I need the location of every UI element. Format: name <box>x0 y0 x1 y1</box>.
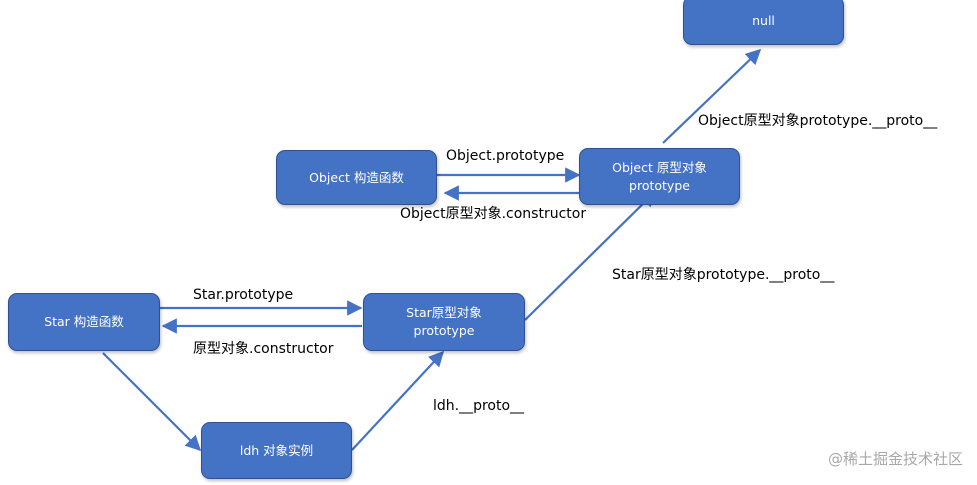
star-prototype-sublabel: prototype <box>413 323 475 338</box>
star-prototype-node: Star原型对象 prototype <box>363 293 525 351</box>
arrow-object-proto-null <box>662 48 762 144</box>
star-constructor-node: Star 构造函数 <box>8 293 160 351</box>
star-prototype-label: Star原型对象 <box>406 305 482 320</box>
null-node: null <box>683 0 844 45</box>
arrow-star-new-ldh <box>102 352 202 452</box>
arrow-ldh-proto <box>351 350 445 451</box>
star-proto-object-edge-label: Star原型对象prototype.__proto__ <box>612 267 835 283</box>
object-prototype-label: Object 原型对象 <box>612 159 707 175</box>
watermark: @稀土掘金技术社区 <box>827 450 963 468</box>
arrow-star-proto-object <box>524 190 657 321</box>
star-prototype-edge-label: Star.prototype <box>193 287 294 303</box>
null-node-label: null <box>752 12 775 28</box>
object-proto-null-edge-label: Object原型对象prototype.__proto__ <box>698 113 938 129</box>
object-constructor-edge-label: Object原型对象.constructor <box>400 206 587 222</box>
star-constructor-edge-label: 原型对象.constructor <box>193 341 334 357</box>
object-prototype-node: Object 原型对象 prototype <box>579 148 740 205</box>
object-prototype-edge-label: Object.prototype <box>446 148 565 164</box>
ldh-instance-label: ldh 对象实例 <box>239 442 314 458</box>
object-prototype-sublabel: prototype <box>629 177 690 193</box>
ldh-proto-edge-label: ldh.__proto__ <box>433 398 525 414</box>
object-constructor-label: Object 构造函数 <box>309 169 404 185</box>
object-constructor-node: Object 构造函数 <box>276 150 437 205</box>
star-constructor-label: Star 构造函数 <box>44 314 124 329</box>
ldh-instance-node: ldh 对象实例 <box>201 422 352 479</box>
